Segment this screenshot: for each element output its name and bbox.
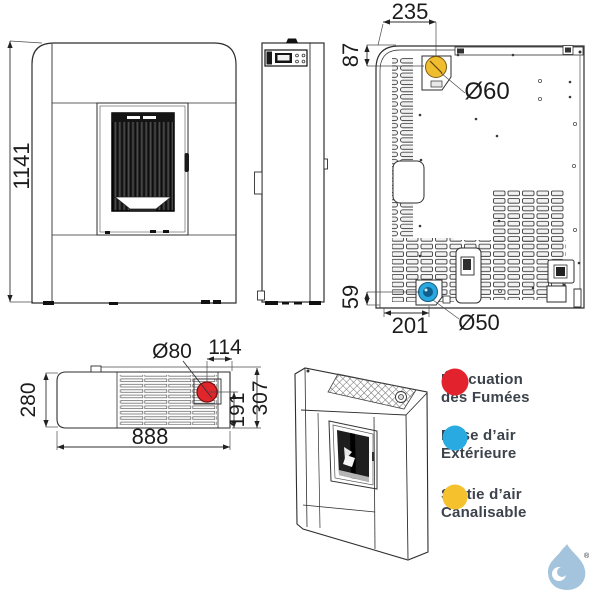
registered-mark: ®	[584, 552, 590, 560]
rear-center-panel	[455, 247, 482, 304]
ducted-air-port	[421, 55, 466, 94]
dim-intake-offset-bottom: 59	[338, 285, 363, 309]
smoke-exhaust-dot-icon	[441, 368, 469, 396]
door-handle	[184, 153, 189, 172]
ducted-air-dot-icon	[442, 484, 468, 510]
perspective-view	[294, 367, 429, 561]
side-view	[254, 38, 328, 305]
dim-smoke-to-front: 191	[226, 392, 249, 427]
air-intake-dot-icon	[442, 425, 468, 451]
dim-front-height: 1141	[9, 142, 34, 189]
screws	[418, 53, 581, 290]
dim-intake-diameter: Ø50	[458, 310, 500, 335]
dim-duct-offset-left: 235	[392, 0, 429, 24]
top-mesh-grill	[327, 373, 417, 410]
top-knob	[286, 38, 298, 43]
rear-vent-grid-right	[493, 190, 565, 242]
rear-view	[375, 45, 585, 320]
legend-line: des Fumées	[441, 389, 530, 406]
rear-louver-column	[392, 57, 413, 237]
legend-line: Canalisable	[441, 504, 527, 521]
dim-intake-offset-left: 201	[392, 313, 429, 338]
control-panel	[264, 49, 308, 67]
screw-holes	[497, 79, 578, 293]
top-view	[56, 360, 231, 429]
legend-item-smoke-exhaust: Évacuation des Fumées	[441, 368, 530, 410]
door-glass	[111, 112, 175, 212]
dim-width: 888	[132, 424, 169, 449]
dim-depth-total: 307	[249, 380, 272, 415]
front-view	[31, 42, 237, 305]
dim-depth: 280	[17, 382, 40, 417]
air-intake-port	[415, 279, 460, 320]
logo-drop-icon	[548, 544, 586, 590]
top-view-dimensions: Ø80 114 280 888 307 191	[17, 336, 272, 450]
dim-duct-offset-top: 87	[338, 43, 363, 67]
legend-item-ducted-air-outlet: Sortie d’air Canalisable	[441, 483, 527, 525]
legend-item-outside-air-intake: Prise d’air Extérieure	[441, 424, 516, 466]
dim-smoke-diameter: Ø80	[152, 340, 192, 363]
dim-smoke-offset-right: 114	[208, 336, 242, 359]
dim-duct-diameter: Ø60	[464, 78, 509, 105]
rear-view-dimensions: 235 87 Ø60 59 201 Ø50	[338, 0, 510, 338]
brand-logo: ®	[548, 544, 590, 590]
front-view-dimensions: 1141	[7, 40, 43, 303]
